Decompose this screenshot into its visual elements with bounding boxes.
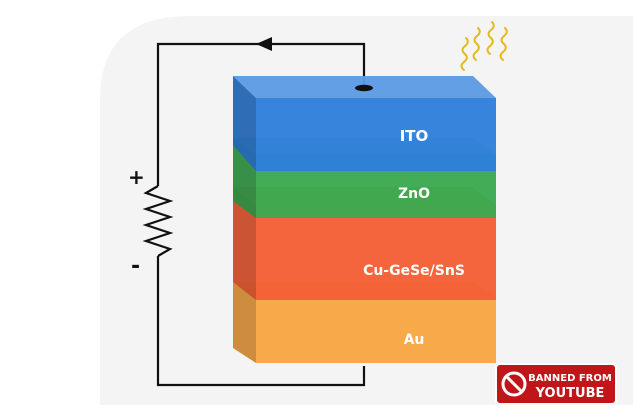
- current-arrow-icon: [256, 37, 272, 51]
- plus-label: +: [128, 165, 145, 189]
- minus-label: -: [131, 254, 140, 279]
- label-zno: ZnO: [398, 186, 430, 202]
- light-rays-icon: [460, 21, 508, 71]
- resistor: [142, 185, 174, 257]
- label-ito: ITO: [400, 127, 429, 145]
- layer-ito: [233, 76, 496, 171]
- label-absorber: Cu-GeSe/SnS: [363, 263, 465, 279]
- top-contact: [355, 84, 373, 92]
- banned-badge: BANNED FROM YOUTUBE: [495, 363, 617, 405]
- badge-line2: YOUTUBE: [535, 386, 605, 401]
- circuit-wire-bottom: [156, 256, 366, 387]
- label-au: Au: [404, 332, 425, 348]
- badge-line1: BANNED FROM: [528, 373, 612, 384]
- no-entry-icon: [501, 371, 527, 397]
